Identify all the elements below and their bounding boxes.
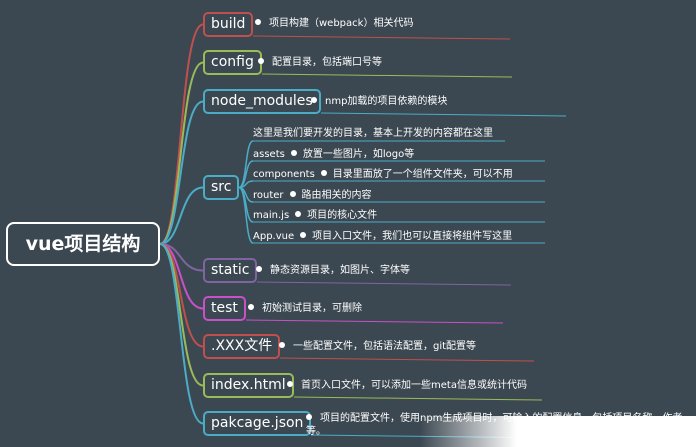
branch-label: build: [211, 16, 246, 32]
desc-xxx-files: 一些配置文件，包括语法配置，git配置等: [279, 340, 476, 353]
branch-label: config: [211, 54, 254, 70]
branch-label: static: [211, 262, 250, 278]
branch-build[interactable]: build: [203, 12, 254, 37]
branch-label: index.html: [211, 377, 286, 393]
desc-static: 静态资源目录，如图片、字体等: [256, 264, 410, 277]
connector-curve: [159, 243, 204, 425]
root-node[interactable]: vue项目结构: [6, 222, 160, 266]
connector-curve: [159, 100, 204, 245]
desc-underline: [279, 357, 535, 362]
desc-underline: [256, 281, 512, 286]
bullet-dot-icon: [300, 232, 307, 238]
branch-index-html[interactable]: index.html: [203, 373, 294, 398]
bullet-dot-icon: [255, 19, 261, 25]
branch-node-modules[interactable]: node_modules: [203, 89, 321, 114]
branch-test[interactable]: test: [203, 296, 246, 321]
branch-config[interactable]: config: [203, 50, 262, 75]
desc-underline: [252, 35, 511, 40]
desc-config: 配置目录，包括端口号等: [258, 56, 382, 69]
bullet-dot-icon: [248, 304, 254, 310]
branch-label: pakcage.json: [211, 415, 304, 431]
desc-underline: [293, 396, 543, 401]
bullet-dot-icon: [287, 381, 293, 387]
branch-src[interactable]: src: [203, 175, 240, 200]
bullet-dot-icon: [290, 150, 297, 156]
bullet-dot-icon: [311, 97, 317, 103]
branch-label: .XXX文件: [211, 338, 273, 354]
bullet-dot-icon: [295, 211, 302, 217]
desc-build: 项目构建（webpack）相关代码: [255, 17, 413, 30]
src-child-connector: [238, 180, 254, 189]
bullet-dot-icon: [258, 58, 264, 64]
connector-curve: [159, 243, 204, 387]
connector-curve: [159, 61, 204, 245]
src-child-connector: [238, 186, 254, 244]
desc-src: 这里是我们要开发的目录，基本上开发的内容都在这里: [253, 128, 493, 139]
branch-label: src: [211, 179, 232, 195]
branch-package-json[interactable]: pakcage.json: [203, 411, 312, 436]
branch-xxx-files[interactable]: .XXX文件: [203, 334, 281, 359]
bullet-dot-icon: [306, 414, 312, 420]
connector-curve: [159, 186, 204, 245]
bullet-dot-icon: [279, 342, 285, 348]
branch-label: test: [211, 300, 238, 316]
desc-test: 初始测试目录，可删除: [248, 302, 362, 315]
branch-label: node_modules: [211, 93, 313, 109]
bullet-dot-icon: [256, 266, 262, 272]
desc-underline: [261, 73, 513, 78]
desc-underline: [245, 319, 504, 324]
desc-node-modules: nmp加载的项目依赖的模块: [311, 95, 447, 108]
desc-underline: [320, 112, 567, 117]
desc-index-html: 首页入口文件，可以添加一些meta信息或统计代码: [287, 379, 527, 392]
watermark-fade: [420, 416, 696, 447]
bullet-dot-icon: [289, 191, 296, 197]
bullet-dot-icon: [320, 170, 327, 176]
branch-static[interactable]: static: [203, 258, 258, 283]
